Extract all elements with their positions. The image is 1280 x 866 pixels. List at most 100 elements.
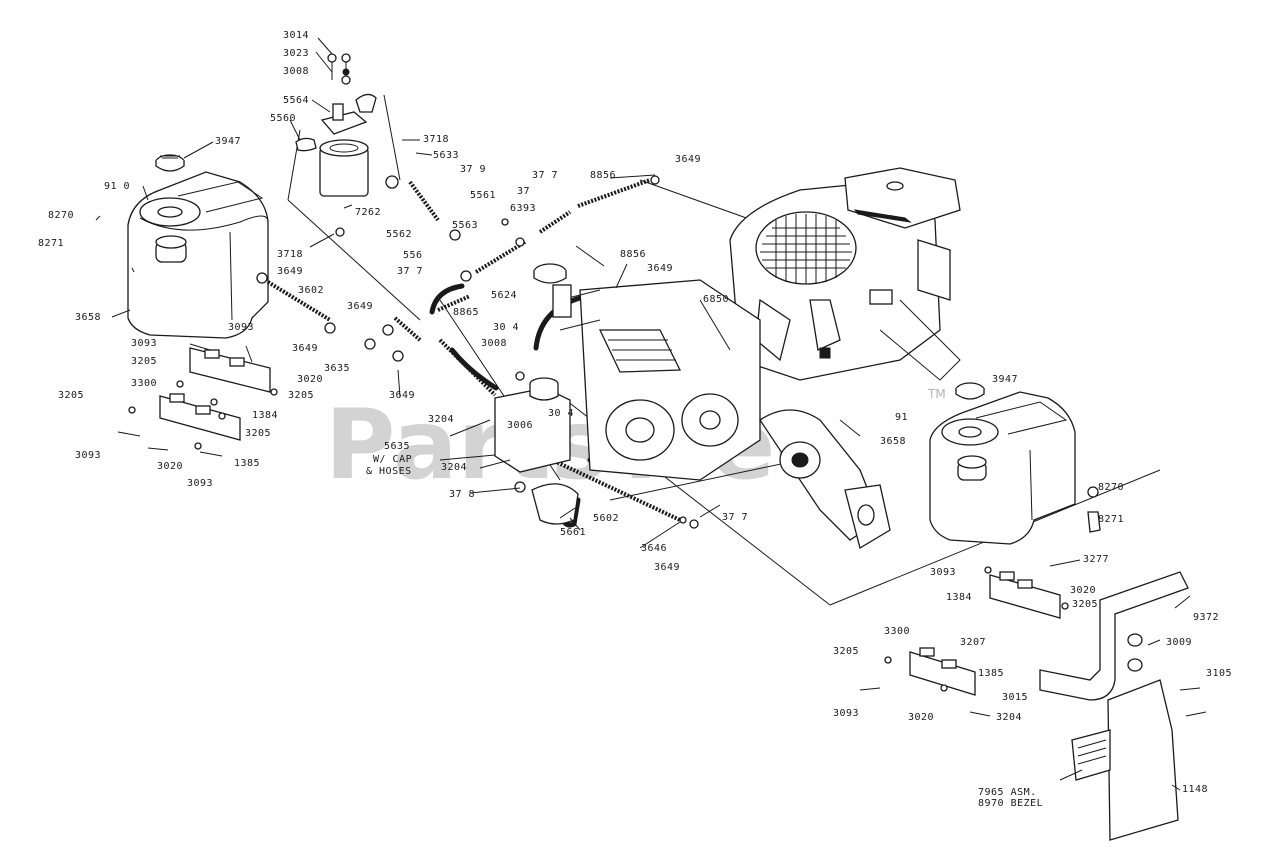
part-label: 5602 [593,513,619,524]
part-label: 3204 [428,414,454,425]
part-label: 1384 [946,592,972,603]
part-label: 37 7 [397,266,423,277]
part-label: 6393 [510,203,536,214]
part-label: 8270 [48,210,74,221]
part-label: 3718 [277,249,303,260]
part-label: & HOSES [366,466,412,477]
part-label: 3300 [884,626,910,637]
part-label: 8970 BEZEL [978,798,1043,809]
transmission-assembly [552,279,891,550]
part-label: 3947 [992,374,1018,385]
left-fuel-cap [155,154,185,172]
part-label: 37 7 [532,170,558,181]
part-labels: 3014 3023 3008 5564 5560 3947 91 0 8270 … [38,30,1232,809]
part-label: 3205 [58,390,84,401]
part-label: 3635 [324,363,350,374]
part-label: 3020 [1070,585,1096,596]
part-label: 5560 [270,113,296,124]
part-label: 3020 [297,374,323,385]
part-label: 1148 [1182,784,1208,795]
left-fuel-tank [127,171,269,339]
part-label: 8865 [453,307,479,318]
part-label: 3205 [245,428,271,439]
right-fuel-tank [929,391,1076,545]
part-label: 7965 ASM. [978,787,1037,798]
part-label: 3207 [960,637,986,648]
part-label: 7262 [355,207,381,218]
part-label: 3020 [157,461,183,472]
part-label: 1385 [978,668,1004,679]
right-bracket-assembly [859,559,1081,717]
part-label: 3009 [1166,637,1192,648]
part-label: 3093 [187,478,213,489]
part-label: 5561 [470,190,496,201]
part-label: 3649 [292,343,318,354]
part-label: 5624 [491,290,517,301]
part-label: 8271 [38,238,64,249]
part-label: 6850 [703,294,729,305]
part-label: 556 [403,250,423,261]
part-label: 3093 [228,322,254,333]
part-label: 3649 [647,263,673,274]
part-label: 3947 [215,136,241,147]
part-label: 8270 [1098,482,1124,493]
right-fuel-cap [955,382,985,400]
part-label: 37 9 [460,164,486,175]
part-label: 3649 [347,301,373,312]
engine-grille [760,214,852,284]
part-label: 3649 [277,266,303,277]
part-label: 37 7 [722,512,748,523]
part-label: 91 0 [104,181,130,192]
part-label: 5635 [384,441,410,452]
part-label: 30 4 [493,322,519,333]
part-label: 3277 [1083,554,1109,565]
part-label: 5563 [452,220,478,231]
part-label: 5633 [433,150,459,161]
part-label: 3205 [1072,599,1098,610]
part-label: 8271 [1098,514,1124,525]
part-label: 3300 [131,378,157,389]
part-label: 3658 [75,312,101,323]
part-label: 3649 [675,154,701,165]
front-bumper [1039,571,1189,701]
part-label: 3105 [1206,668,1232,679]
front-panel [1071,679,1207,841]
part-label: 37 [517,186,530,197]
engine [729,167,961,381]
part-label: 30 4 [548,408,574,419]
watermark-tm: TM [927,387,946,401]
part-label: 3204 [441,462,467,473]
part-label: 3205 [833,646,859,657]
part-label: 3718 [423,134,449,145]
leader-lines [95,37,1191,791]
part-label: 3093 [75,450,101,461]
part-label: 3205 [131,356,157,367]
part-label: 3093 [131,338,157,349]
part-label: 3093 [930,567,956,578]
part-label: 3015 [1002,692,1028,703]
part-label: 8856 [620,249,646,260]
part-label: 5564 [283,95,309,106]
part-label: 1385 [234,458,260,469]
part-label: 5562 [386,229,412,240]
part-label: 91 [895,412,908,423]
part-label: 3008 [481,338,507,349]
part-label: 9372 [1193,612,1219,623]
part-label: 3204 [996,712,1022,723]
part-label: 3649 [654,562,680,573]
part-label: W/ CAP [373,454,412,465]
part-label: 3020 [908,712,934,723]
part-label: 3649 [389,390,415,401]
part-label: 3205 [288,390,314,401]
left-bracket-assembly [117,343,278,457]
fuel-filter [295,53,399,237]
part-label: 5661 [560,527,586,538]
part-label: 3658 [880,436,906,447]
right-vent-parts [1087,486,1101,533]
part-label: 8856 [590,170,616,181]
part-label: 37 8 [449,489,475,500]
part-label: 3014 [283,30,309,41]
part-label: 3093 [833,708,859,719]
part-label: 3646 [641,543,667,554]
part-label: 3008 [283,66,309,77]
